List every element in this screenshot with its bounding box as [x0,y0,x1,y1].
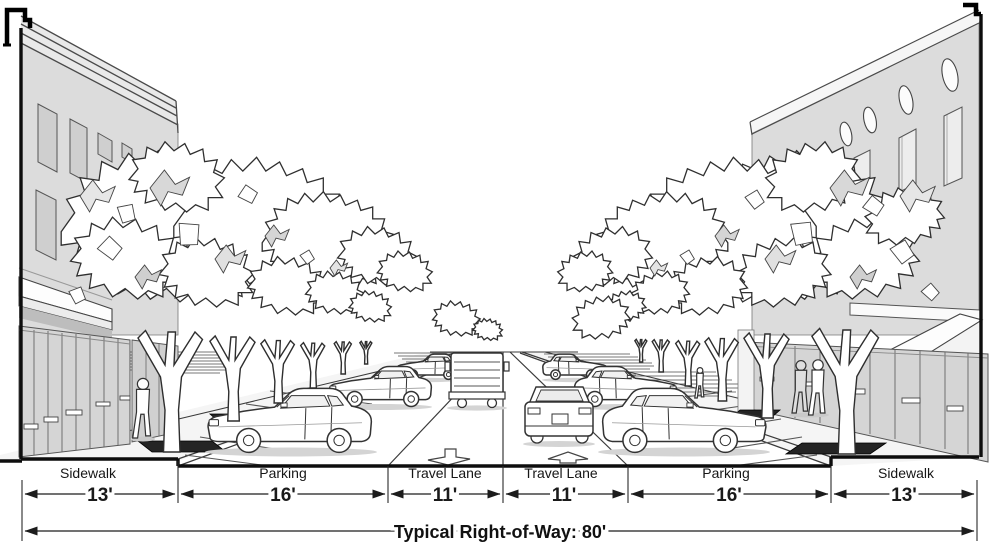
dimension-annotations: Sidewalk Parking Travel Lane Travel Lane… [21,461,978,543]
zone-widths: 13' 16' 11' 11' 16' 13' [84,482,920,509]
pavement-arrow-toward [427,448,471,466]
width-sidewalk-left: 13' [87,485,113,506]
left-cornice-band [21,16,178,126]
width-sidewalk-right: 13' [891,485,917,506]
width-travel-left: 11' [433,485,458,506]
zone-label-sidewalk-right: Sidewalk [878,465,935,481]
width-travel-right: 11' [552,485,577,506]
travel-lane-van [444,352,510,409]
right-oval-windows [839,58,959,147]
left-awning-shadow [19,306,112,340]
zone-labels: Sidewalk Parking Travel Lane Travel Lane… [60,465,935,481]
left-cornice-lines [20,15,179,134]
left-door-bars [23,395,131,430]
width-parking-right: 16' [716,485,742,506]
left-storefront [18,325,131,458]
right-parapet-lines [749,9,980,136]
zone-label-parking-right: Parking [702,465,749,481]
left-signband-line [18,267,113,301]
zone-label-travel-left: Travel Lane [408,465,482,481]
zone-label-parking-left: Parking [259,465,306,481]
travel-lane-sedan [524,386,594,444]
right-parapet-bracket [963,2,981,17]
dimension-ticks [21,461,978,541]
left-storefront-panels [18,329,131,455]
pavement-arrow-away [547,451,589,464]
figure-caption: Typical Right-of-Way: 80' [394,522,606,542]
right-parapet-band [750,10,979,133]
left-parapet-bracket [4,7,33,45]
zone-label-sidewalk-left: Sidewalk [60,465,117,481]
zone-label-travel-right: Travel Lane [524,465,598,481]
pedestrians [131,359,829,442]
dimension-arrows [24,489,975,536]
width-parking-left: 16' [270,485,296,506]
